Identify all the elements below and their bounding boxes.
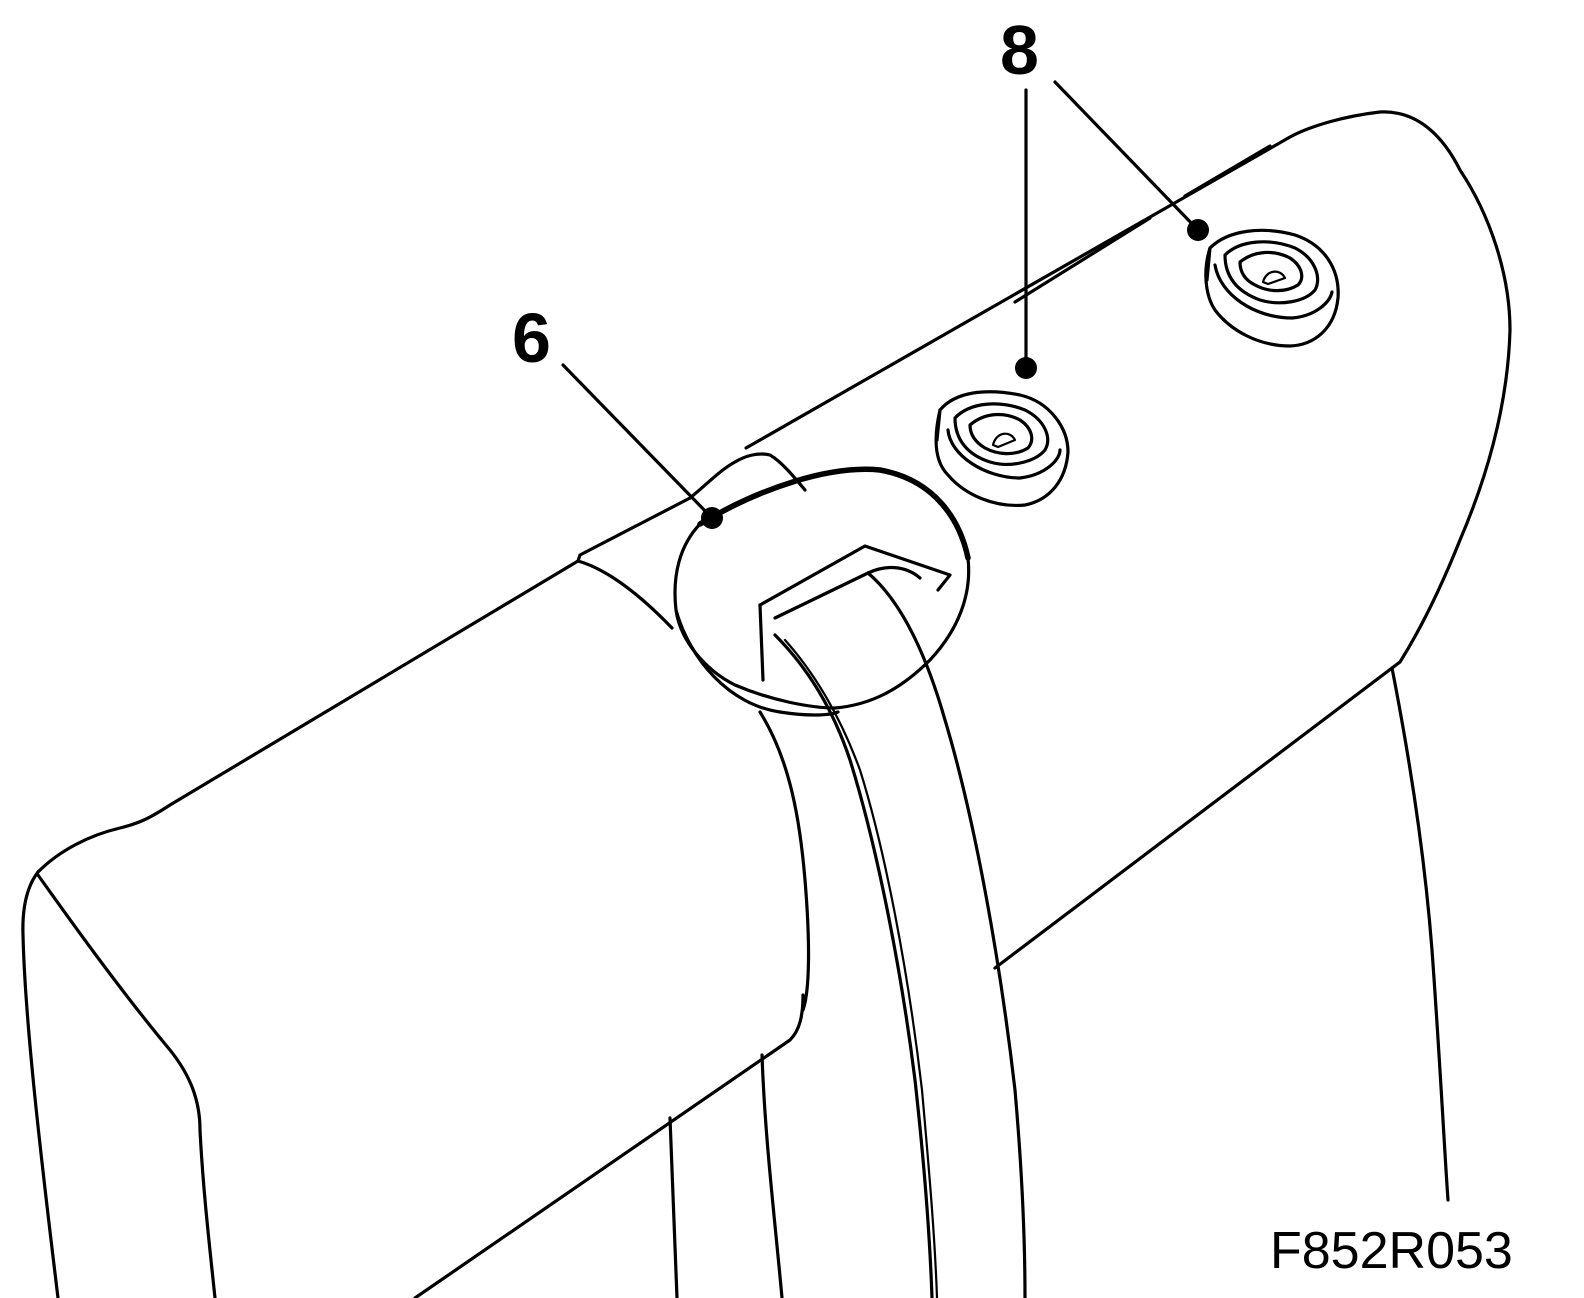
callout-6: 6 [512,299,551,377]
belt-guide [673,466,971,717]
leader-8-front-dot [1015,357,1037,379]
leader-8-rear [1053,80,1200,232]
callout-leaders [561,80,1209,529]
leader-6-dot [701,507,723,529]
top-seam-dashes [1013,144,1272,304]
headrest-guide-rear [1204,228,1340,348]
headrest-guide-front [934,390,1070,508]
leader-8-rear-dot [1187,219,1209,241]
leader-6 [561,363,714,520]
callout-8: 8 [1000,11,1039,89]
seat-belt-strap [758,571,1027,1298]
backrest-outline [21,110,1512,1298]
figure-code: F852R053 [1270,1222,1513,1280]
